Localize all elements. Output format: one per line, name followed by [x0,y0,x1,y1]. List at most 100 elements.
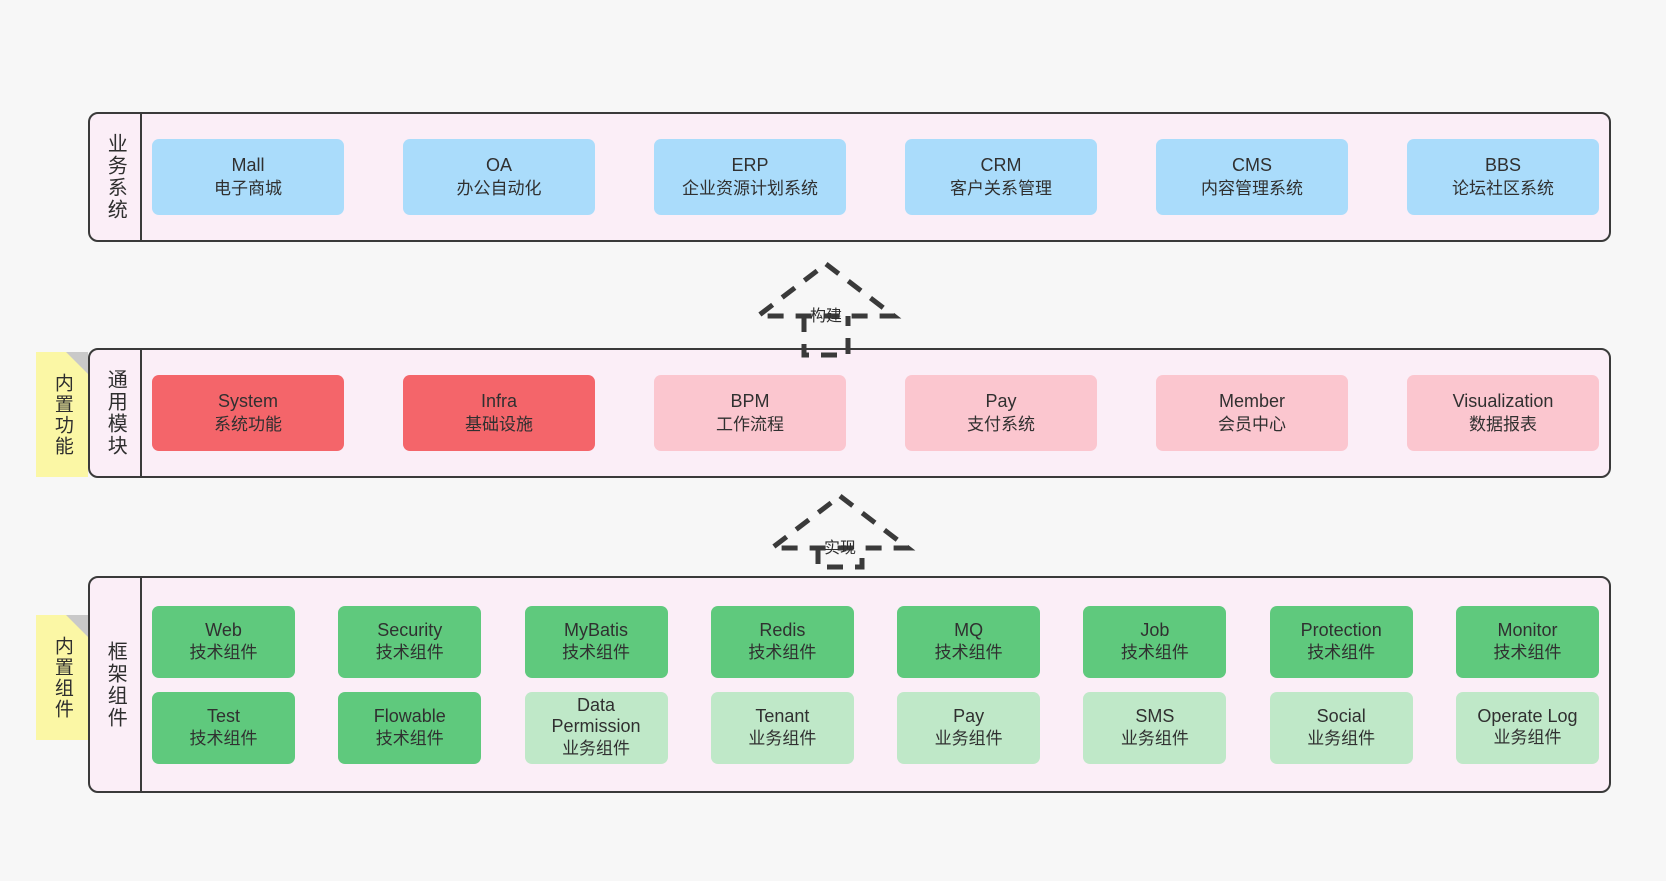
card-title: BBS [1484,155,1522,176]
arrowhead-triangle [764,492,916,551]
layer-common-module-label: 通用模块 [104,369,127,457]
card-title: CRM [980,155,1022,176]
card-subtitle: 企业资源计划系统 [682,178,818,198]
layer-business-system-title: 业务系统 [90,114,142,240]
card-title: Test [206,705,240,726]
card-title: Visualization [1452,391,1554,412]
card-subtitle: 业务组件 [1307,729,1376,749]
framework-card-monitor[interactable]: Monitor 技术组件 [1455,605,1599,678]
card-title: BPM [730,391,770,412]
card-title: MyBatis [564,619,629,640]
card-subtitle: 基础设施 [465,414,533,434]
card-title: OA [485,155,512,176]
note-fold-corner-icon [66,352,88,374]
card-title: Web [205,619,242,640]
framework-card-redis[interactable]: Redis 技术组件 [710,605,854,678]
framework-card-mybatis[interactable]: MyBatis 技术组件 [524,605,668,678]
card-subtitle: 支付系统 [967,414,1035,434]
generalization-arrow-implement: 实现 [760,490,920,590]
layer-framework-components-title: 框架组件 [90,578,142,791]
layer-framework-components-label: 框架组件 [104,640,127,729]
card-subtitle: 技术组件 [934,643,1003,663]
card-subtitle: 工作流程 [716,414,784,434]
generalization-arrow-build: 构建 [746,258,906,358]
card-subtitle: 业务组件 [562,738,631,758]
arrow-build-label: 构建 [809,308,843,325]
card-title: Social [1316,705,1366,726]
framework-card-tenant[interactable]: Tenant 业务组件 [710,691,854,764]
card-title: Redis [759,619,806,640]
card-title: SMS [1135,705,1175,726]
card-title: Job [1140,619,1170,640]
card-subtitle: 技术组件 [748,643,817,663]
card-subtitle: 客户关系管理 [950,178,1052,198]
card-subtitle: 论坛社区系统 [1452,178,1554,198]
card-title: Protection [1300,619,1382,640]
card-subtitle: 技术组件 [1493,643,1562,663]
framework-card-mq[interactable]: MQ 技术组件 [897,605,1041,678]
card-title: Pay [985,391,1017,412]
framework-card-web[interactable]: Web 技术组件 [152,605,295,678]
card-title: Member [1218,391,1285,412]
card-subtitle: 技术组件 [1120,643,1189,663]
card-subtitle: 内容管理系统 [1201,178,1303,198]
card-title: ERP [731,155,769,176]
card-subtitle: 技术组件 [375,643,444,663]
arrowhead-triangle [750,260,902,319]
framework-card-social[interactable]: Social 业务组件 [1269,691,1413,764]
arrow-stem [801,316,851,358]
card-subtitle: 技术组件 [189,643,258,663]
note-builtin-components: 内置组件 [36,615,88,740]
card-subtitle: 业务组件 [748,729,817,749]
arrow-stem [815,548,865,570]
card-title: Operate Log [1477,705,1578,726]
card-title: Security [377,619,443,640]
card-title: MQ [954,619,984,640]
note-builtin-components-label: 内置组件 [51,635,73,720]
layer-common-module-title: 通用模块 [90,350,142,476]
card-subtitle: 数据报表 [1469,414,1537,434]
card-title: Pay [953,705,985,726]
card-subtitle: 技术组件 [562,643,631,663]
framework-card-job[interactable]: Job 技术组件 [1083,605,1227,678]
card-subtitle: 系统功能 [214,414,282,434]
card-title: System [217,391,278,412]
note-fold-corner-icon [66,615,88,637]
framework-card-test[interactable]: Test 技术组件 [152,691,295,764]
card-title: Monitor [1497,619,1558,640]
card-title: Tenant [755,705,810,726]
card-subtitle: 技术组件 [189,729,258,749]
card-subtitle: 业务组件 [1493,728,1562,748]
note-builtin-features: 内置功能 [36,352,88,477]
framework-card-security[interactable]: Security 技术组件 [338,605,482,678]
card-subtitle: 技术组件 [375,729,444,749]
